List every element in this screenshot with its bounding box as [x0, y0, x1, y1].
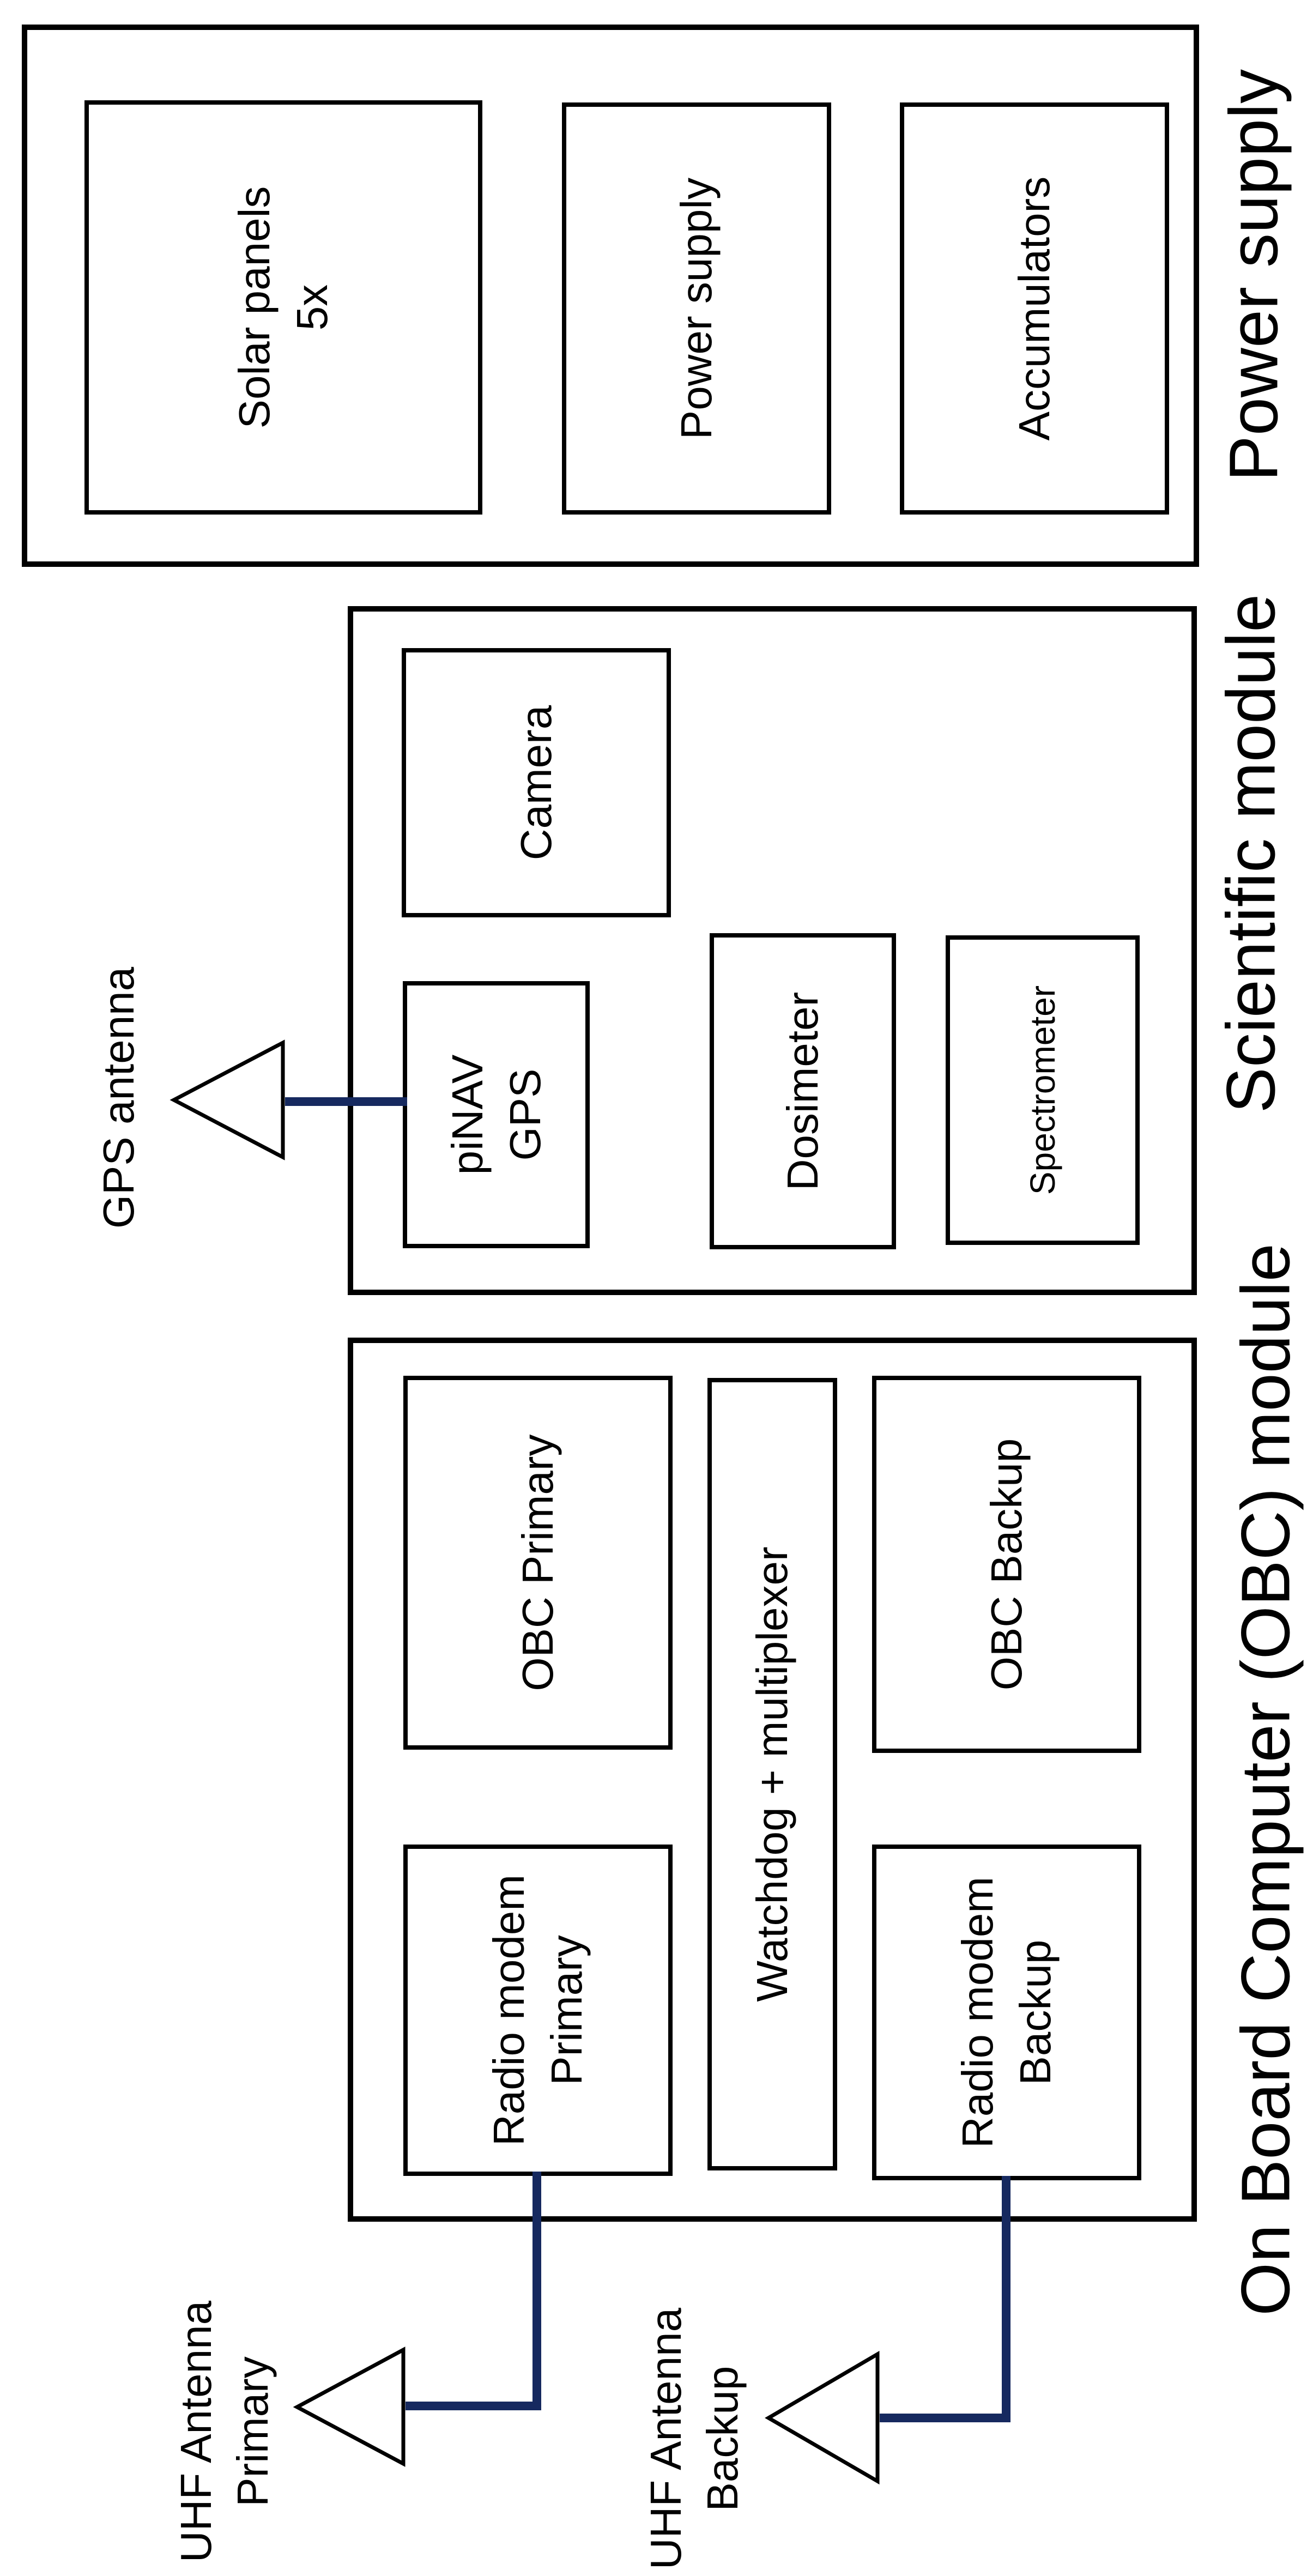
dosimeter-box: Dosimeter [710, 933, 896, 1249]
camera-box: Camera [402, 648, 671, 917]
obc-module-title: On Board Computer (OBC) module [1227, 1243, 1304, 2316]
uhf-primary-antenna-triangle [293, 2347, 406, 2467]
scientific-module-title: Scientific module [1212, 594, 1290, 1114]
pinav-gps-box: piNAV GPS [403, 981, 590, 1248]
spectrometer-box: Spectrometer [946, 935, 1140, 1245]
gps-antenna-triangle [170, 1039, 285, 1160]
radio-modem-primary-box: Radio modem Primary [403, 1845, 673, 2176]
obc-primary-box: OBC Primary [403, 1376, 673, 1750]
watchdog-multiplexer-box: Watchdog + multiplexer [707, 1378, 837, 2170]
power-supply-module-title: Power supply [1215, 69, 1292, 482]
accumulators-box: Accumulators [900, 102, 1169, 515]
uhf-backup-antenna-label: UHF Antenna Backup [642, 2307, 747, 2570]
uhf-primary-antenna-label: UHF Antenna Primary [172, 2300, 277, 2563]
power-supply-box: Power supply [562, 102, 831, 515]
solar-panels-box: Solar panels 5x [84, 100, 482, 515]
radio-modem-backup-box: Radio modem Backup [872, 1845, 1141, 2180]
obc-backup-box: OBC Backup [872, 1376, 1141, 1753]
gps-antenna-label: GPS antenna [94, 966, 143, 1229]
uhf-backup-antenna-triangle [765, 2350, 880, 2485]
